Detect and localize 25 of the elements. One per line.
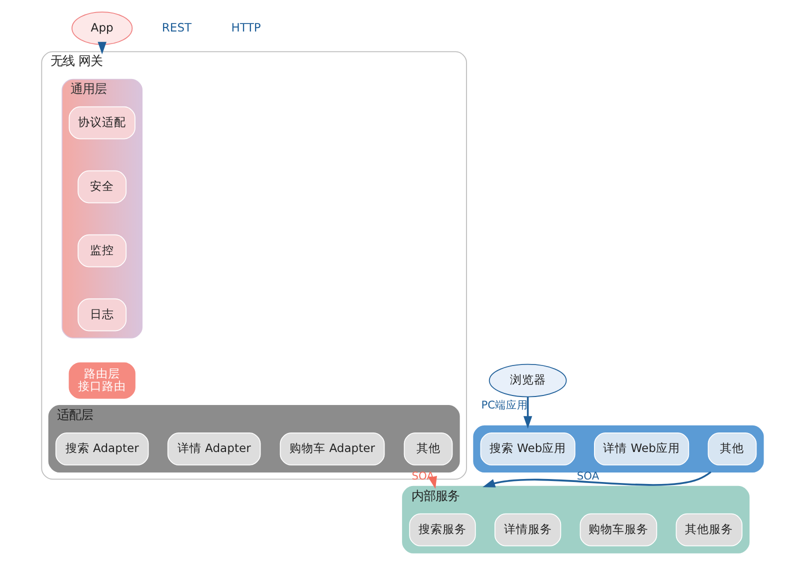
node-box: 路由层 接口路由 (68, 362, 136, 399)
cluster (473, 425, 764, 473)
node-box: 搜索 Adapter (55, 432, 149, 466)
edge-label: SOA (576, 470, 600, 483)
label: HTTP (231, 20, 261, 34)
edge-label: PC端应用 (481, 398, 528, 412)
node-box: 购物车 Adapter (280, 432, 385, 466)
node-box: 其他服务 (676, 513, 742, 546)
node-box: 其他 (404, 432, 453, 466)
node-box: 监控 (78, 234, 127, 268)
node-box: 安全 (78, 170, 127, 204)
arrow (482, 471, 712, 488)
node-box: 详情服务 (494, 513, 562, 546)
arrow (98, 42, 106, 54)
node-box: 搜索服务 (409, 513, 476, 546)
node-box: 购物车服务 (580, 513, 658, 546)
node-ellipse: 浏览器 (488, 364, 567, 398)
node-box: 搜索 Web应用 (480, 432, 576, 466)
node-box: 详情 Web应用 (594, 432, 690, 466)
node-box: 日志 (78, 298, 127, 332)
label: REST (162, 20, 192, 34)
node-box: 协议适配 (68, 106, 136, 140)
node-box: 详情 Adapter (167, 432, 261, 466)
node-box: 其他 (708, 432, 757, 466)
arrow (523, 396, 532, 429)
